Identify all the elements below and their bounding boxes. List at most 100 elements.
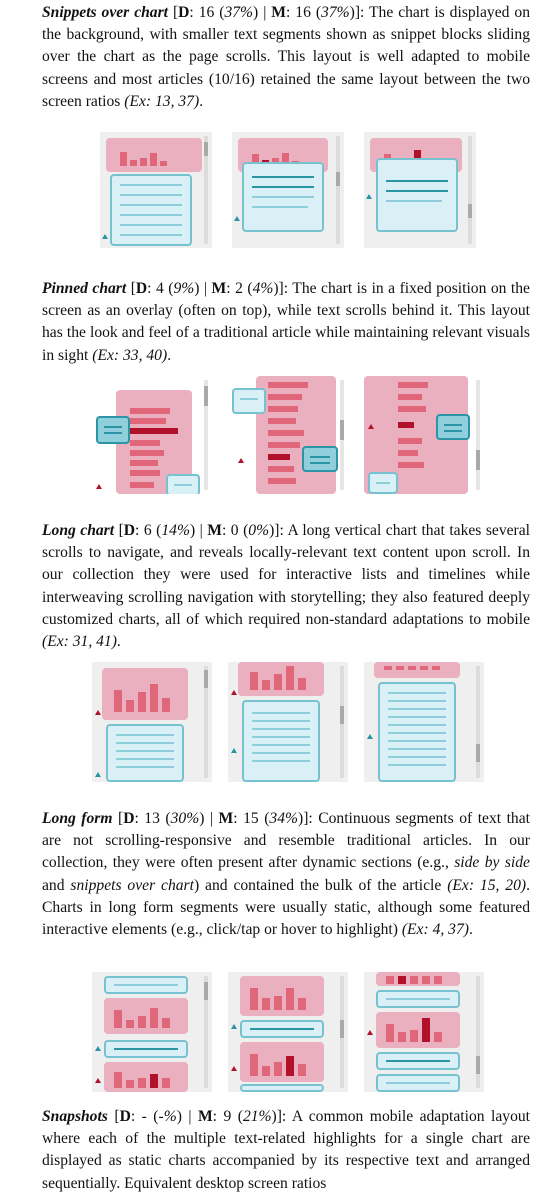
stats-text: : 9 ( xyxy=(212,1108,243,1125)
mobile-label: M xyxy=(218,810,234,827)
body-text: . xyxy=(468,921,473,939)
layout-term: side by side xyxy=(454,854,530,872)
illustration-panel xyxy=(92,972,212,1092)
term-heading: Long form xyxy=(42,810,113,827)
body-text: . xyxy=(116,633,121,651)
desktop-label: D xyxy=(119,1108,131,1125)
desktop-pct: 30% xyxy=(170,810,200,827)
illustration-panel xyxy=(364,132,476,248)
mobile-label: M xyxy=(211,280,227,297)
stats-text: )]: xyxy=(349,4,370,21)
chart-background xyxy=(374,662,460,678)
illustration-panel xyxy=(92,376,212,494)
text-snippet-block xyxy=(104,1040,188,1058)
illustration-panel xyxy=(228,662,348,782)
text-snippet-block xyxy=(378,682,456,782)
stats-text: : 16 ( xyxy=(286,4,322,21)
paragraph-snapshots: Snapshots [D: - (-%) | M: 9 (21%)]: A co… xyxy=(42,1106,530,1195)
stats-text: ) | xyxy=(199,810,219,827)
scrollbar xyxy=(336,136,340,244)
illustration-panel xyxy=(364,376,484,494)
text-snippet-block xyxy=(110,174,192,246)
scrollbar xyxy=(340,976,344,1088)
body-text: A common mobile adaptation layout where … xyxy=(42,1108,530,1192)
chart-background xyxy=(240,1042,324,1082)
chart-background xyxy=(104,998,188,1034)
scrollbar xyxy=(476,976,480,1088)
body-text: and xyxy=(42,876,71,894)
scrollbar xyxy=(476,380,480,490)
text-snippet-block xyxy=(376,158,458,232)
stats-text: [ xyxy=(114,522,124,539)
illustration-panel xyxy=(228,972,348,1092)
stats-text: ) | xyxy=(194,280,212,297)
stats-text: : - ( xyxy=(130,1108,159,1125)
desktop-pct: 14% xyxy=(161,522,190,539)
text-snippet-block xyxy=(242,162,324,232)
stats-text: ) | xyxy=(253,4,272,21)
examples-ref: (Ex: 13, 37) xyxy=(124,92,200,110)
scrollbar xyxy=(204,380,208,490)
chart-background xyxy=(376,972,460,986)
desktop-label: D xyxy=(178,4,190,21)
scrollbar xyxy=(468,136,472,244)
text-snippet-block xyxy=(376,990,460,1008)
examples-ref: (Ex: 4, 37) xyxy=(401,921,469,939)
stats-text: )]: xyxy=(271,1108,292,1125)
stats-text: )]: xyxy=(273,280,293,297)
paragraph-pinned-chart: Pinned chart [D: 4 (9%) | M: 2 (4%)]: Th… xyxy=(42,278,530,367)
desktop-pct: -% xyxy=(158,1108,177,1125)
chart-background xyxy=(376,1012,460,1048)
illustration-panel xyxy=(232,132,344,248)
illustration-panel xyxy=(364,662,484,782)
term-heading: Snapshots xyxy=(42,1108,108,1125)
paragraph-long-form: Long form [D: 13 (30%) | M: 15 (34%)]: C… xyxy=(42,808,530,941)
stats-text: [ xyxy=(168,4,179,21)
term-heading: Snippets over chart xyxy=(42,4,168,21)
stats-text: ) | xyxy=(189,522,208,539)
mobile-label: M xyxy=(197,1108,213,1125)
stats-text: [ xyxy=(126,280,136,297)
layout-term: snippets over chart xyxy=(70,876,194,894)
body-text: . xyxy=(167,346,172,364)
body-text: Continuous segments of text that are not… xyxy=(42,810,530,872)
stats-text: : 13 ( xyxy=(134,810,171,827)
mobile-label: M xyxy=(207,522,222,539)
desktop-pct: 37% xyxy=(224,4,254,21)
paragraph-snippets-over-chart: Snippets over chart [D: 16 (37%) | M: 16… xyxy=(42,2,530,113)
pinned-text-overlay xyxy=(96,416,130,444)
desktop-label: D xyxy=(135,280,148,297)
examples-ref: (Ex: 31, 41) xyxy=(42,633,117,651)
pinned-chart-illustration xyxy=(92,374,484,498)
scrollbar xyxy=(476,666,480,778)
stats-text: : 6 ( xyxy=(135,522,162,539)
stats-text: ) | xyxy=(176,1108,198,1125)
body-text: . Charts in long form segments were usua… xyxy=(42,876,530,939)
stats-text: : 15 ( xyxy=(233,810,270,827)
examples-ref: (Ex: 15, 20) xyxy=(447,876,527,894)
scrollbar xyxy=(340,666,344,778)
mobile-pct: 34% xyxy=(269,810,298,827)
body-text: The chart is displayed on the background… xyxy=(42,4,530,110)
mobile-pct: 21% xyxy=(242,1108,272,1125)
pinned-text-overlay xyxy=(232,388,266,414)
stats-text: : 0 ( xyxy=(221,522,249,539)
chart-background xyxy=(256,376,336,494)
mobile-pct: 4% xyxy=(252,280,274,297)
text-snippet-block xyxy=(106,724,184,782)
text-snippet-block xyxy=(242,700,320,782)
text-snippet-block xyxy=(240,1020,324,1038)
pinned-text-overlay xyxy=(368,472,398,494)
scrollbar xyxy=(204,136,208,244)
scrollbar xyxy=(204,976,208,1088)
stats-text: [ xyxy=(107,1108,120,1125)
stats-text: [ xyxy=(112,810,124,827)
mobile-label: M xyxy=(271,4,286,21)
body-text: . xyxy=(199,92,204,110)
text-snippet-block xyxy=(240,1084,324,1092)
scrollbar xyxy=(340,380,344,490)
chart-background xyxy=(240,976,324,1016)
pinned-text-overlay xyxy=(302,446,338,472)
body-text: A long vertical chart that takes several… xyxy=(42,522,531,628)
body-text: The chart is in a fixed position on the … xyxy=(42,280,530,364)
